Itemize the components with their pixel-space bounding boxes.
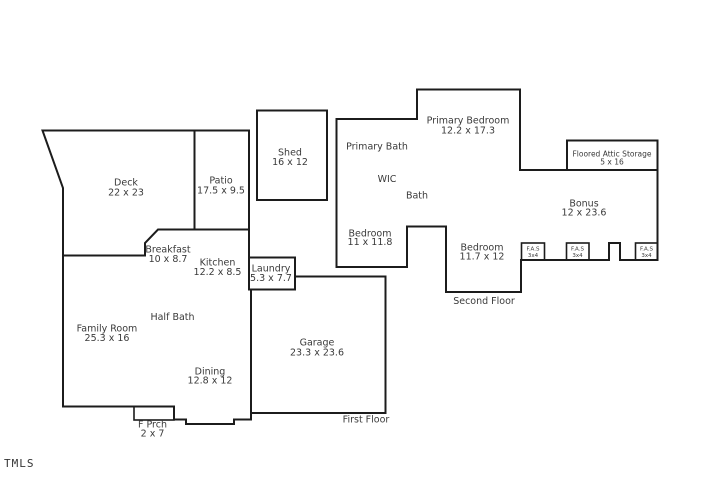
attic-storage-box xyxy=(566,139,659,171)
patio-label: Patio xyxy=(209,176,232,187)
fas-3-label: F.A.S xyxy=(640,247,653,253)
fas-1-dims: 3x4 xyxy=(528,253,539,259)
breakfast-dims: 10 x 8.7 xyxy=(149,254,188,265)
laundry-box xyxy=(248,256,296,291)
bonus-dims: 12 x 23.6 xyxy=(562,208,607,219)
second-floor-title: Second Floor xyxy=(453,296,515,307)
primary-bedroom-label: Primary Bedroom xyxy=(427,116,510,127)
fas-box-3 xyxy=(634,242,659,261)
front-porch-label: F Prch xyxy=(138,420,167,431)
fas-2-dims: 3x4 xyxy=(572,253,583,259)
bonus-label: Bonus xyxy=(569,199,598,210)
fas-3-dims: 3x4 xyxy=(641,253,652,259)
deck-label: Deck xyxy=(114,178,138,189)
family-room-deck-wall xyxy=(62,228,250,257)
second-floor-labels: Primary Bedroom 12.2 x 17.3 Primary Bath… xyxy=(346,116,653,308)
wic-label: WIC xyxy=(378,174,397,185)
deck-dims: 22 x 23 xyxy=(108,188,144,199)
patio-dims: 17.5 x 9.5 xyxy=(197,186,245,197)
dining-label: Dining xyxy=(195,367,226,378)
half-bath-label: Half Bath xyxy=(150,312,194,323)
kitchen-dims: 12.2 x 8.5 xyxy=(194,267,242,278)
second-floor-outline xyxy=(335,88,659,293)
first-floor-walls xyxy=(41,109,387,425)
laundry-label: Laundry xyxy=(252,264,291,275)
front-porch-box xyxy=(133,405,175,421)
dining-dims: 12.8 x 12 xyxy=(188,376,233,387)
first-floor-labels: Deck 22 x 23 Patio 17.5 x 9.5 Shed 16 x … xyxy=(77,148,390,440)
primary-bath-label: Primary Bath xyxy=(346,142,408,153)
bath-label: Bath xyxy=(406,191,428,202)
shed-dims: 16 x 12 xyxy=(272,157,308,168)
breakfast-label: Breakfast xyxy=(145,245,190,256)
attic-storage-label: Floored Attic Storage xyxy=(572,150,651,159)
second-floor-walls xyxy=(335,88,659,293)
garage-dims: 23.3 x 23.6 xyxy=(290,348,344,359)
shed-label: Shed xyxy=(278,148,302,159)
kitchen-label: Kitchen xyxy=(200,258,236,269)
family-room-label: Family Room xyxy=(77,324,138,335)
primary-bedroom-dims: 12.2 x 17.3 xyxy=(441,126,495,137)
family-room-dims: 25.3 x 16 xyxy=(85,333,130,344)
attic-storage-dims: 5 x 16 xyxy=(600,158,624,167)
tmls-watermark: TMLS xyxy=(4,457,35,470)
bedroom-b-dims: 11.7 x 12 xyxy=(460,252,505,263)
first-floor-title: First Floor xyxy=(343,415,390,426)
front-porch-dims: 2 x 7 xyxy=(141,429,165,440)
laundry-dims: 5.3 x 7.7 xyxy=(250,273,292,284)
fas-box-2 xyxy=(565,242,590,261)
bedroom-a-dims: 11 x 11.8 xyxy=(348,237,393,248)
bedroom-a-label: Bedroom xyxy=(349,229,392,240)
garage-label: Garage xyxy=(300,338,335,349)
fas-box-1 xyxy=(520,242,546,261)
fas-1-label: F.A.S xyxy=(527,247,540,253)
shed-box xyxy=(256,109,328,201)
fas-2-label: F.A.S xyxy=(571,247,584,253)
bedroom-b-label: Bedroom xyxy=(461,243,504,254)
